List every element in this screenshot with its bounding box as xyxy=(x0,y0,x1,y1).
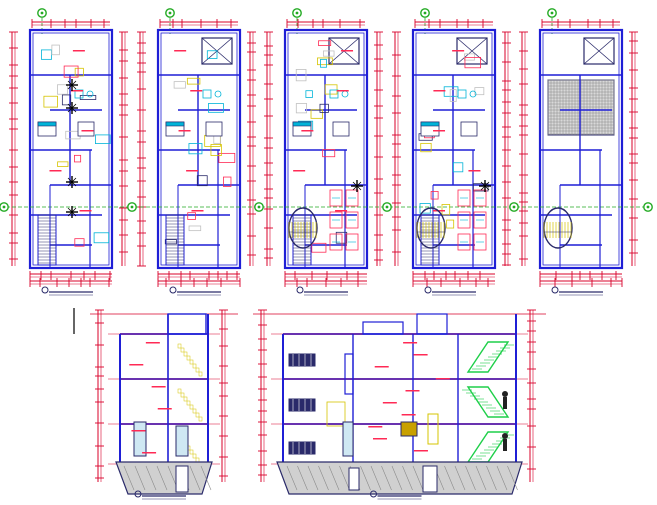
floor-plan-2 xyxy=(127,8,264,296)
axis-bubble-icon xyxy=(254,202,264,212)
compass-cross-icon xyxy=(479,180,491,192)
compass-cross-icon xyxy=(66,102,78,114)
stair-flight xyxy=(466,386,510,418)
axis-bubble-icon xyxy=(165,8,175,18)
axis-bubble-icon xyxy=(37,8,47,18)
plan-title-block xyxy=(296,286,348,296)
person-icon xyxy=(502,391,508,409)
compass-cross-icon xyxy=(66,79,78,91)
axis-bubble-icon xyxy=(643,202,653,212)
plan-title-block xyxy=(424,286,476,296)
floor-plan-3 xyxy=(254,8,391,296)
plan-title-block xyxy=(551,286,603,296)
compass-cross-icon xyxy=(66,176,78,188)
plan-title-block xyxy=(134,490,186,500)
axis-bubble-icon xyxy=(292,8,302,18)
person-icon xyxy=(502,433,508,451)
floor-plan-1 xyxy=(0,8,136,296)
compass-cross-icon xyxy=(351,180,363,192)
plan-title-block xyxy=(169,286,221,296)
plan-title-block xyxy=(370,490,422,500)
axis-bubble-icon xyxy=(0,202,9,212)
axis-bubble-icon xyxy=(547,8,557,18)
axis-bubble-icon xyxy=(509,202,519,212)
floor-plan-4 xyxy=(382,8,519,296)
section-2 xyxy=(253,309,546,500)
plan-title-block xyxy=(41,286,93,296)
compass-cross-icon xyxy=(66,206,78,218)
foundation xyxy=(115,461,213,495)
axis-bubble-icon xyxy=(127,202,137,212)
floor-plan-5 xyxy=(509,8,653,296)
stair-flight xyxy=(466,341,510,373)
axis-bubble-icon xyxy=(420,8,430,18)
foundation xyxy=(276,461,523,495)
section-1 xyxy=(90,309,238,500)
axis-bubble-icon xyxy=(382,202,392,212)
